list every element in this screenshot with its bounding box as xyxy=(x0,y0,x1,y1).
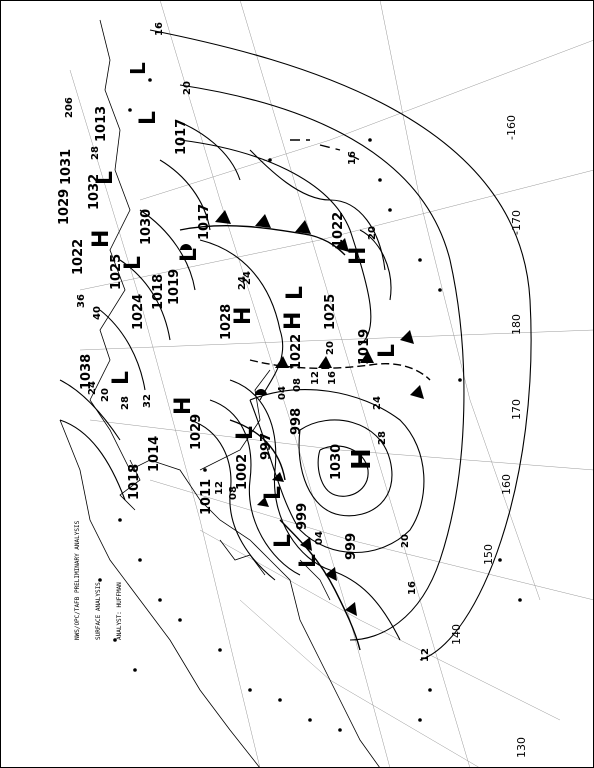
contour-label: 206 xyxy=(64,97,75,118)
contour-label: 32 xyxy=(142,394,153,408)
lon-label: 130 xyxy=(515,737,528,758)
pressure-center: L xyxy=(296,554,321,568)
isobar-label: 999 xyxy=(295,503,310,530)
contour-label: 24 xyxy=(242,271,253,285)
pressure-center: L xyxy=(177,248,202,262)
isobar-label: 1030 xyxy=(329,444,344,480)
contour-label: 28 xyxy=(90,146,101,160)
pressure-center: H xyxy=(346,247,371,265)
contour-label: 40 xyxy=(92,306,103,320)
pressure-center: H xyxy=(281,312,306,330)
contour-label: 16 xyxy=(347,151,358,165)
contour-label: 16 xyxy=(154,22,165,36)
isobar-label: 1032 xyxy=(87,174,102,210)
caption-line: ANALYST: HUFFMAN xyxy=(116,582,123,640)
isobar-label: 1031 xyxy=(59,149,74,185)
contour-label: 20 xyxy=(182,81,193,95)
isobar-label: 1022 xyxy=(331,212,346,248)
contour-label: 28 xyxy=(377,431,388,445)
lon-label: 160 xyxy=(500,474,513,495)
graticule xyxy=(69,0,594,768)
pressure-center-high-main: H xyxy=(347,448,377,470)
isobar-label: 1019 xyxy=(357,329,372,365)
isobar-label: 1025 xyxy=(109,254,124,290)
pressure-centers: L L H L L H H H L L L H L L L L H L xyxy=(89,62,400,568)
contour-labels: 16 20 24 28 32 36 40 24 20 16 12 08 04 2… xyxy=(64,22,431,662)
contour-label: 16 xyxy=(407,581,418,595)
isobar-label: 1022 xyxy=(71,239,86,275)
pressure-center: H xyxy=(171,397,196,415)
isobar-label: 999 xyxy=(344,533,359,560)
longitude-labels: -160 -170 180 170 160 150 140 130 xyxy=(450,115,528,758)
pressure-center: L xyxy=(271,534,296,548)
pressure-center: H xyxy=(231,307,256,325)
isobar-label: 1002 xyxy=(235,454,250,490)
contour-label: 24 xyxy=(237,276,248,290)
contour-label: 24 xyxy=(87,381,98,395)
analysis-caption: NWS/OPC/TAFB PRELIMINARY ANALYSIS SURFAC… xyxy=(60,521,130,640)
isobar-label: 1029 xyxy=(189,414,204,450)
contour-label: 36 xyxy=(76,294,87,308)
isobar-label: 1018 xyxy=(151,274,166,310)
isobar-label: 1028 xyxy=(219,304,234,340)
lon-label: 150 xyxy=(482,544,495,565)
isobar-label: 1017 xyxy=(174,119,189,155)
isobar-label: 1030 xyxy=(139,209,154,245)
lon-label: -160 xyxy=(505,115,518,140)
isobar-label: 1019 xyxy=(167,269,182,305)
contour-label: 20 xyxy=(367,226,378,240)
isobar-label: 1017 xyxy=(197,204,212,240)
isobar-label: 1014 xyxy=(147,436,162,472)
contour-label: 04 xyxy=(277,386,288,400)
pressure-center: L xyxy=(93,171,118,185)
isobar-label: 1024 xyxy=(131,294,146,330)
isobar-label: 997 xyxy=(259,433,274,460)
contour-label: 12 xyxy=(214,481,225,495)
isobar-label: 1018 xyxy=(127,464,142,500)
isobar-label: 1011 xyxy=(199,479,214,515)
isobar-label: 998 xyxy=(289,408,304,435)
pressure-center: L xyxy=(375,344,400,358)
contour-label: 08 xyxy=(292,378,303,392)
caption-line: NWS/OPC/TAFB PRELIMINARY ANALYSIS xyxy=(74,520,81,640)
isobar-label: 1025 xyxy=(323,294,338,330)
contour-label: 04 xyxy=(314,531,325,545)
contour-label: 12 xyxy=(420,648,431,662)
isobar-label: 1022 xyxy=(289,334,304,370)
contour-label: 24 xyxy=(372,396,383,410)
lon-label: -170 xyxy=(510,210,523,235)
pressure-center-high-north: L xyxy=(126,62,150,75)
pressure-center: L xyxy=(283,286,308,300)
lon-label: 170 xyxy=(510,399,523,420)
pressure-center: L xyxy=(121,256,146,270)
contour-label: 28 xyxy=(120,396,131,410)
contour-label: 20 xyxy=(325,341,336,355)
caption-line: SURFACE ANALYSIS xyxy=(95,582,102,640)
isobars xyxy=(59,29,532,661)
contour-label: 08 xyxy=(228,486,239,500)
lon-label: 140 xyxy=(450,624,463,645)
isobar-label: 1013 xyxy=(94,106,109,142)
coastlines xyxy=(59,19,381,768)
contour-label: 16 xyxy=(327,371,338,385)
isobar-label: 1029 xyxy=(57,189,72,225)
front-barbs xyxy=(180,210,424,616)
pressure-center: L xyxy=(261,486,286,500)
contour-label: 20 xyxy=(100,388,111,402)
contour-label: 20 xyxy=(400,534,411,548)
lon-label: 180 xyxy=(510,314,523,335)
station-dots xyxy=(98,78,522,732)
pressure-center: L xyxy=(109,371,134,385)
isobar-label: 1038 xyxy=(79,354,94,390)
isobar-labels: 1017 1013 1029 1032 1031 1030 1022 1025 … xyxy=(57,106,372,560)
pressure-center: L xyxy=(233,426,258,440)
contour-label: 12 xyxy=(310,371,321,385)
pressure-center: L xyxy=(136,111,161,125)
pressure-center: H xyxy=(89,230,114,248)
